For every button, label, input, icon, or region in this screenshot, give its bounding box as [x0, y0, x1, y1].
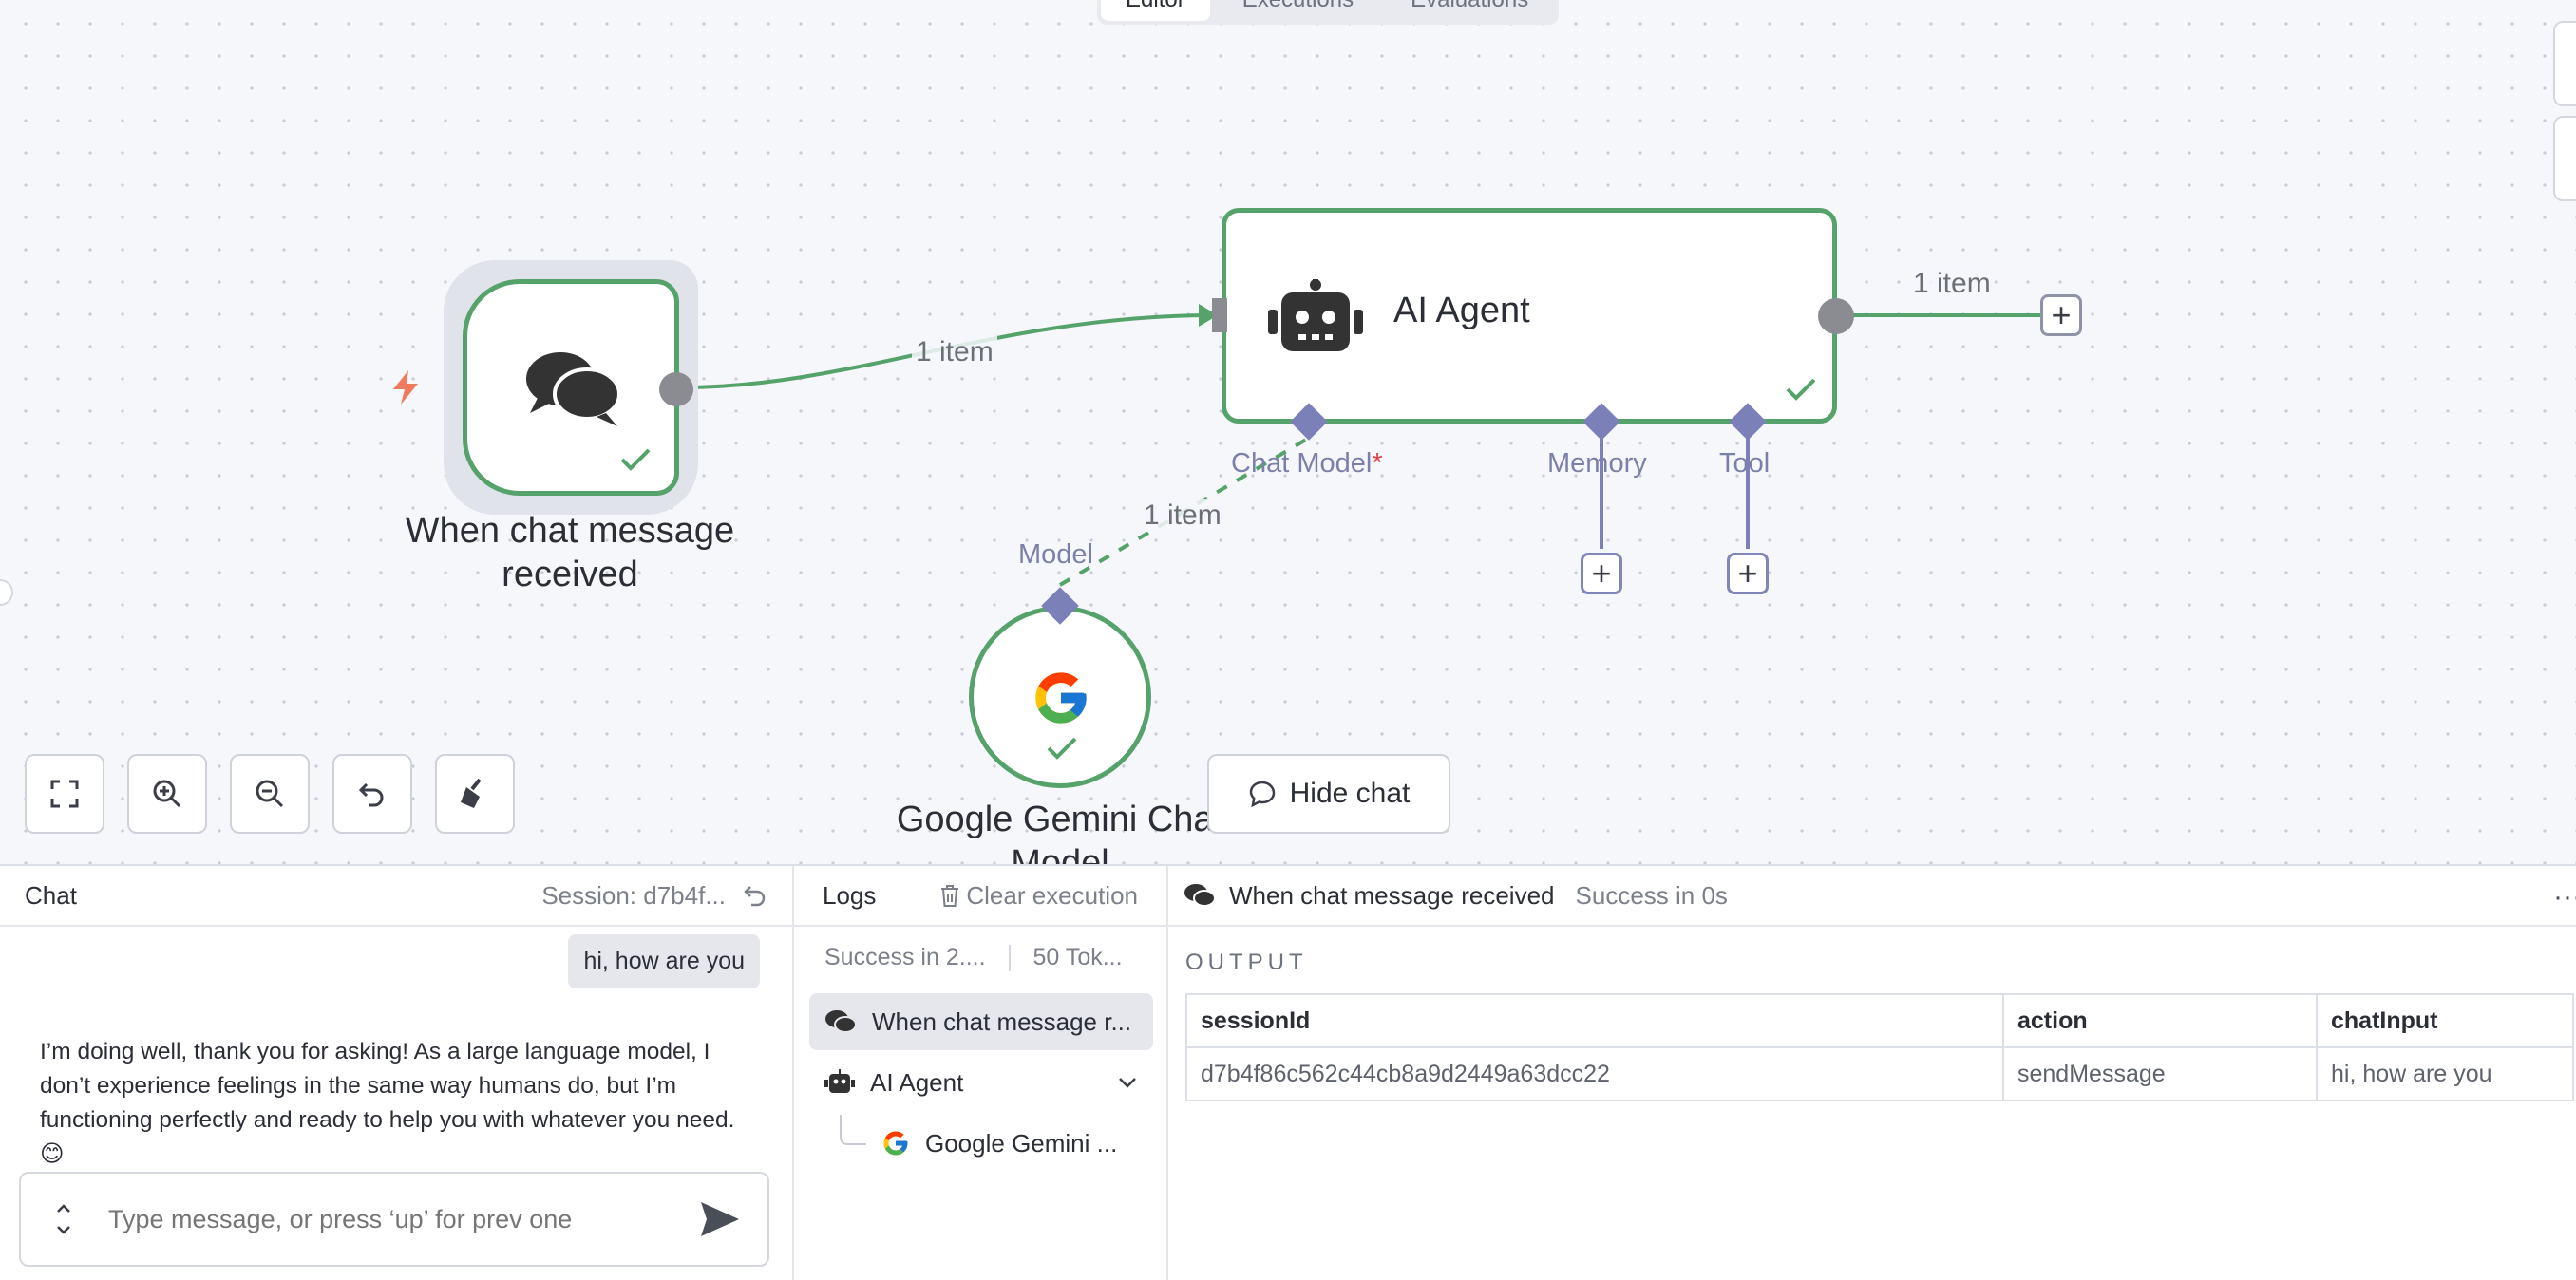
model-to-agent-item-count: 1 item [1140, 499, 1225, 532]
user-message: hi, how are you [568, 934, 760, 988]
hide-chat-label: Hide chat [1289, 778, 1411, 809]
table-cell: d7b4f86c562c44cb8a9d2449a63dcc22 [1185, 1046, 2004, 1101]
tidy-up-button[interactable] [435, 754, 515, 834]
history-arrows[interactable] [21, 1203, 106, 1235]
ai-agent-label: AI Agent [1393, 291, 1530, 330]
tab-evaluations[interactable]: Evaluations [1386, 0, 1553, 21]
gemini-node-label: Google Gemini Chat Model [896, 800, 1224, 864]
chat-title: Chat [25, 880, 77, 910]
gemini-chat-model-node[interactable] [969, 606, 1151, 788]
log-item-ai-agent[interactable]: AI Agent [809, 1054, 1153, 1111]
table-cell: sendMessage [2002, 1046, 2318, 1101]
output-status: Success in 0s [1575, 880, 1728, 910]
logs-panel: Logs Clear execution Success in 2.... 50… [794, 866, 1168, 1280]
agent-input-port[interactable] [1212, 298, 1227, 332]
top-tab-bar: Editor Executions Evaluations [1097, 0, 1559, 25]
send-icon[interactable] [699, 1200, 741, 1238]
output-table: sessionId action chatInput d7b4f86c562c4… [1185, 993, 2574, 1101]
logs-header: Logs Clear execution [794, 866, 1166, 927]
side-panel-button[interactable] [2553, 116, 2576, 201]
chat-message-input[interactable] [106, 1203, 688, 1235]
logs-title: Logs [823, 880, 877, 910]
fullscreen-icon [50, 780, 79, 808]
trigger-node-label: When chat message received [405, 511, 735, 594]
success-check-icon [1047, 737, 1077, 760]
robot-icon [1268, 279, 1363, 351]
table-row: d7b4f86c562c44cb8a9d2449a63dcc22 sendMes… [1185, 1046, 2574, 1101]
tab-executions[interactable]: Executions [1218, 0, 1378, 21]
trigger-output-port[interactable] [659, 372, 693, 406]
reset-zoom-button[interactable] [332, 754, 412, 834]
agent-output-port[interactable] [1818, 298, 1854, 334]
wire-arrowhead [1199, 304, 1218, 327]
undo-icon [358, 782, 384, 807]
output-node-title: When chat message received [1229, 880, 1555, 910]
log-item-trigger[interactable]: When chat message r... [809, 993, 1153, 1050]
fit-view-button[interactable] [25, 754, 104, 834]
broom-icon [461, 778, 482, 808]
logs-summary: Success in 2.... 50 Tok... [824, 944, 1123, 971]
tool-port-label: Tool [1719, 448, 1771, 479]
output-panel: When chat message received Success in 0s… [1168, 866, 2576, 1280]
session-id: Session: d7b4f... [541, 880, 726, 910]
robot-icon [824, 1069, 855, 1093]
log-item-gemini[interactable]: Google Gemini ... [866, 1115, 1151, 1172]
tab-editor[interactable]: Editor [1101, 0, 1210, 21]
reset-session-icon[interactable] [743, 883, 767, 908]
log-tree-line [840, 1115, 866, 1145]
output-section-label: OUTPUT [1185, 950, 1308, 975]
ai-agent-node[interactable]: AI Agent [1222, 208, 1837, 424]
success-check-icon [620, 448, 651, 471]
chat-icon [1184, 884, 1216, 907]
column-header: sessionId [1185, 993, 2004, 1048]
add-node-button[interactable]: + [2040, 294, 2082, 336]
table-cell: hi, how are you [2316, 1046, 2574, 1101]
zoom-out-icon [256, 780, 284, 808]
hide-chat-button[interactable]: Hide chat [1207, 754, 1450, 834]
memory-port-label: Memory [1547, 448, 1647, 479]
log-item-label: When chat message r... [872, 1007, 1132, 1036]
logs-tokens: 50 Tok... [1032, 944, 1123, 970]
workflow-canvas[interactable]: Editor Executions Evaluations When chat … [0, 0, 2576, 864]
trigger-node[interactable] [463, 279, 679, 496]
trigger-to-agent-item-count: 1 item [912, 336, 997, 368]
chat-icon [1249, 781, 1275, 808]
chat-panel: Chat Session: d7b4f... hi, how are you I… [0, 866, 794, 1280]
bottom-panel: Chat Session: d7b4f... hi, how are you I… [0, 864, 2576, 1280]
chevron-up-icon[interactable] [55, 1203, 72, 1214]
chat-bubbles-icon [526, 352, 621, 426]
agent-output-item-count: 1 item [1909, 268, 1995, 300]
add-tool-button[interactable]: + [1727, 553, 1769, 594]
log-item-label: AI Agent [870, 1067, 964, 1097]
chevron-down-icon[interactable] [55, 1224, 72, 1235]
side-panel-button[interactable] [2553, 21, 2576, 106]
clear-execution-label: Clear execution [966, 880, 1138, 910]
log-item-label: Google Gemini ... [925, 1128, 1118, 1158]
model-port-label: Model [1018, 539, 1093, 570]
chat-header: Chat Session: d7b4f... [0, 866, 792, 927]
column-header: chatInput [2316, 993, 2574, 1048]
lightning-bolt-icon [393, 370, 418, 405]
zoom-in-icon [153, 780, 181, 808]
zoom-out-button[interactable] [230, 754, 310, 834]
chat-icon [825, 1010, 857, 1033]
chevron-down-icon[interactable] [1117, 1076, 1138, 1089]
google-icon [883, 1131, 908, 1156]
column-header: action [2002, 993, 2318, 1048]
connection-wires [681, 304, 2040, 587]
success-check-icon [1786, 378, 1816, 401]
bot-message: I’m doing well, thank you for asking! As… [40, 1039, 735, 1167]
logs-status: Success in 2.... [824, 944, 986, 970]
clear-execution-button[interactable]: Clear execution [939, 881, 1138, 911]
chat-input-box [19, 1172, 769, 1267]
add-memory-button[interactable]: + [1581, 553, 1622, 594]
more-options-icon[interactable]: ··· [2553, 881, 2576, 913]
zoom-in-button[interactable] [127, 754, 207, 834]
trash-icon [941, 885, 959, 907]
google-icon [1035, 672, 1087, 724]
chat-model-port-label: Chat Model* [1231, 448, 1383, 479]
output-header: When chat message received Success in 0s [1168, 866, 2576, 927]
table-header-row: sessionId action chatInput [1185, 993, 2574, 1048]
